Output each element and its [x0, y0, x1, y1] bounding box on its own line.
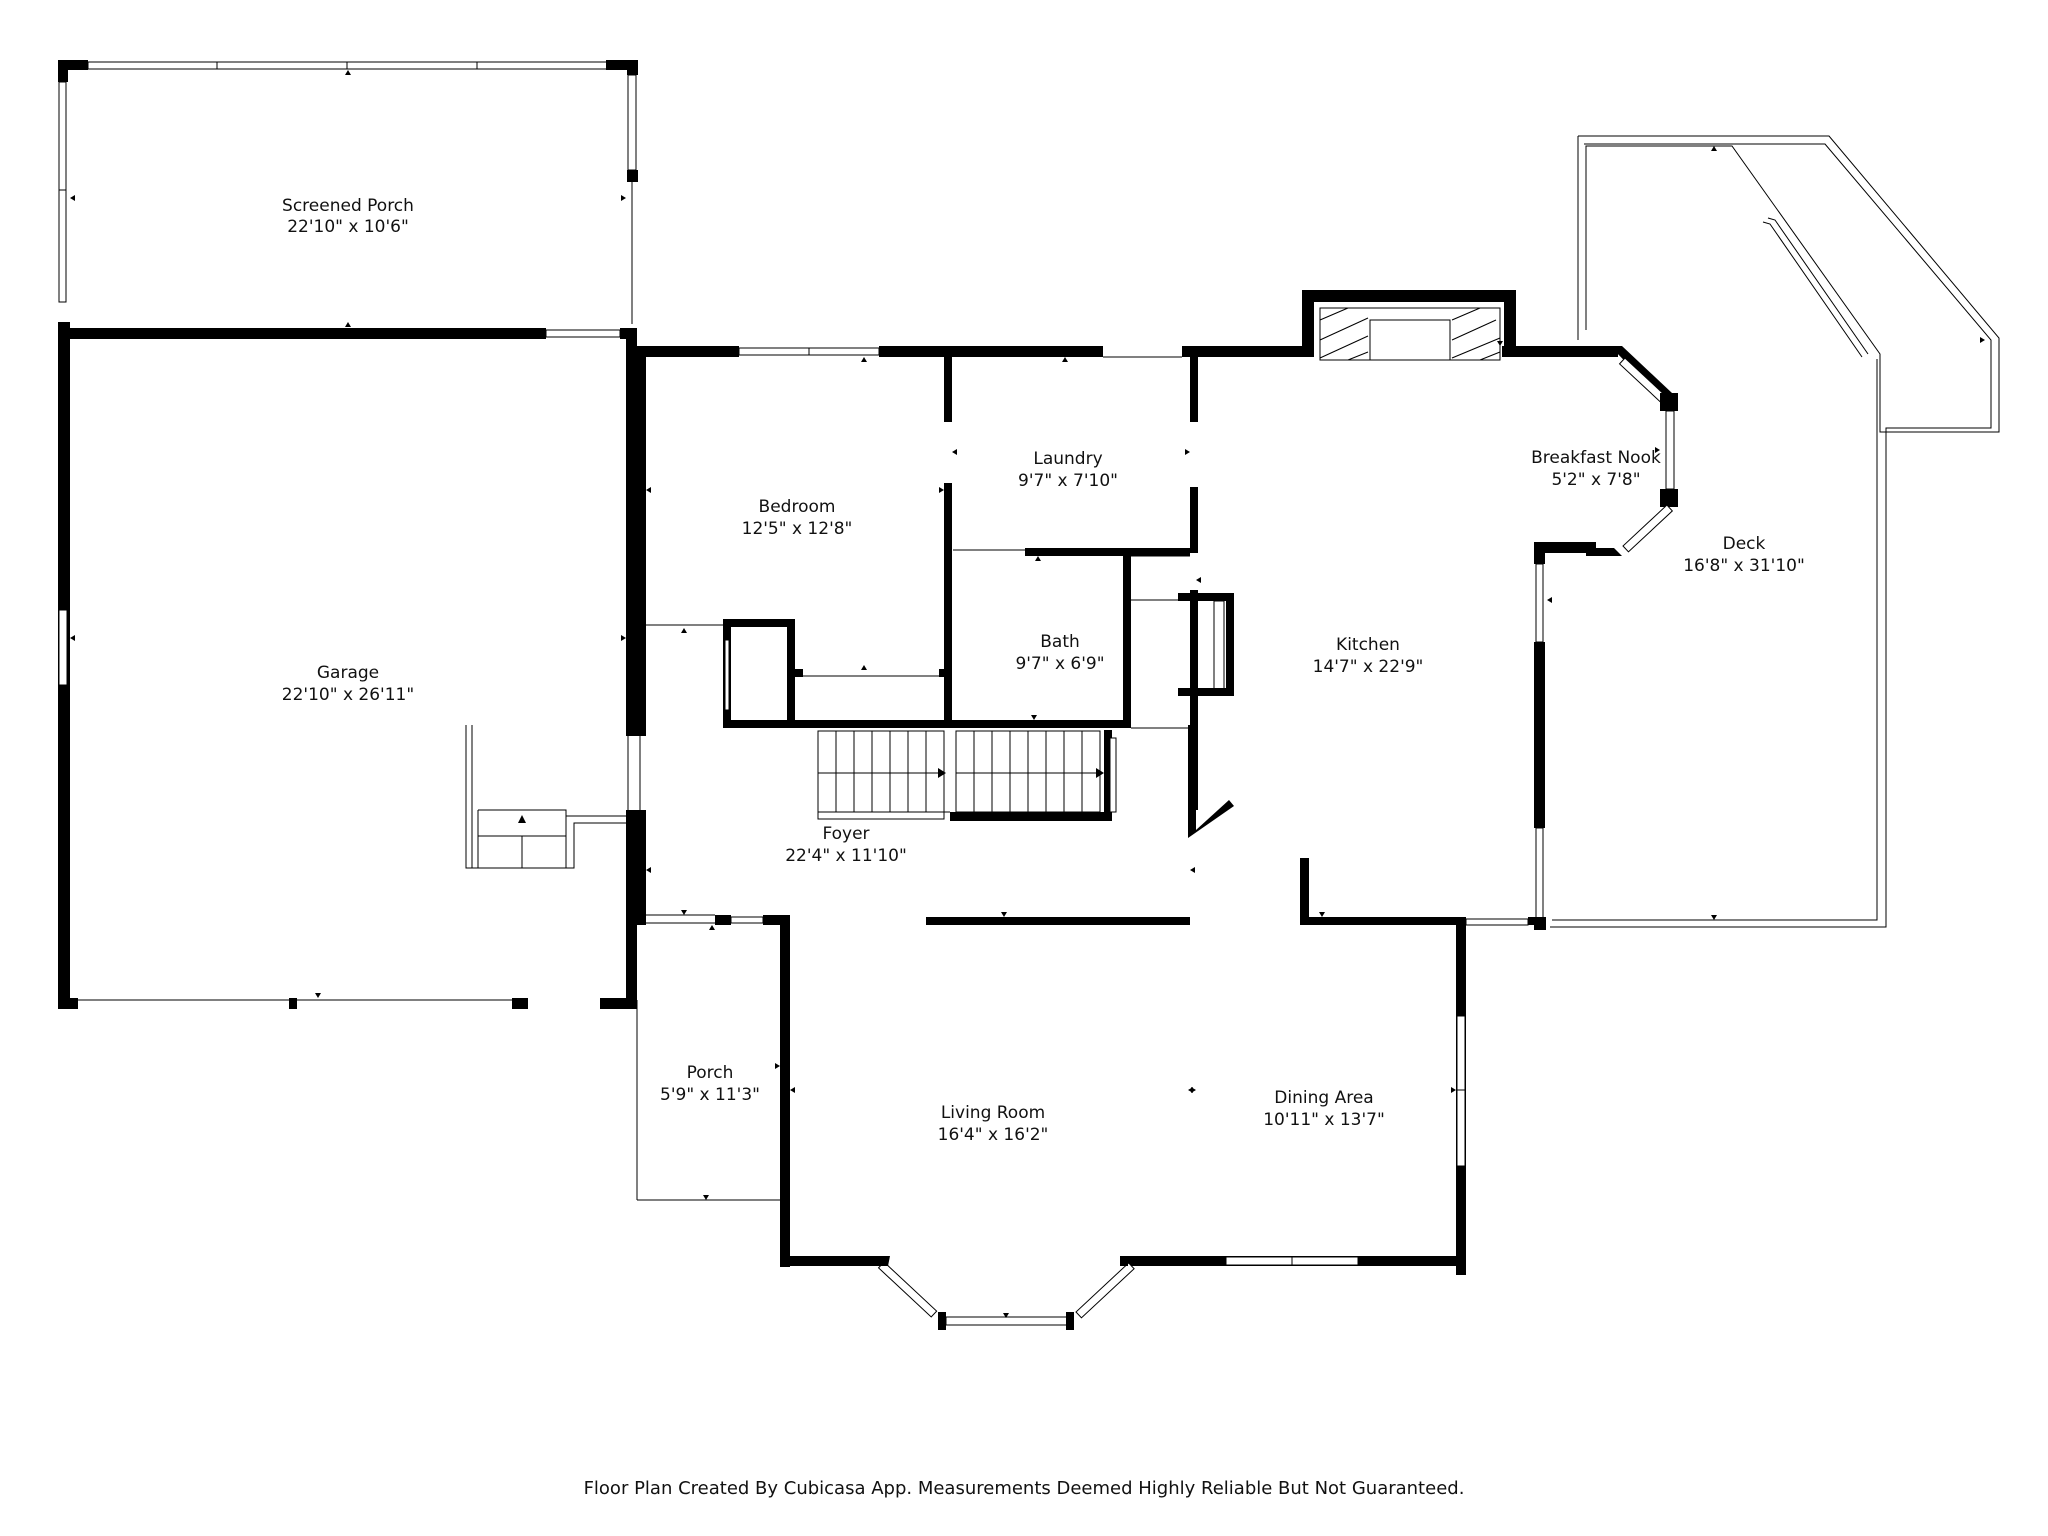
size-foyer: 22'4" x 11'10" [785, 846, 907, 866]
size-deck: 16'8" x 31'10" [1683, 556, 1805, 576]
label-living-room: Living Room [941, 1103, 1045, 1123]
label-laundry: Laundry [1033, 449, 1102, 469]
size-garage: 22'10" x 26'11" [282, 685, 414, 705]
label-bath: Bath [1040, 632, 1080, 652]
floor-plan-disclaimer: Floor Plan Created By Cubicasa App. Meas… [583, 1478, 1465, 1499]
label-deck: Deck [1723, 534, 1766, 554]
size-dining-area: 10'11" x 13'7" [1263, 1110, 1385, 1130]
label-bedroom: Bedroom [759, 497, 836, 517]
kitchen-dining-walls [926, 858, 1546, 1275]
deck-outline [1550, 135, 2000, 928]
label-screened-porch: Screened Porch [282, 196, 414, 216]
label-dining-area: Dining Area [1274, 1088, 1373, 1108]
label-kitchen: Kitchen [1336, 635, 1400, 655]
label-porch: Porch [687, 1063, 734, 1083]
bedroom-laundry-bath-walls [637, 346, 1317, 924]
label-garage: Garage [317, 663, 379, 683]
screened-porch-walls [58, 60, 638, 324]
label-breakfast-nook: Breakfast Nook [1531, 448, 1661, 468]
size-breakfast-nook: 5'2" x 7'8" [1551, 470, 1640, 490]
foyer-stairs [723, 719, 1234, 838]
label-foyer: Foyer [822, 824, 869, 844]
size-living-room: 16'4" x 16'2" [938, 1125, 1049, 1145]
size-bath: 9'7" x 6'9" [1015, 654, 1104, 674]
size-laundry: 9'7" x 7'10" [1018, 471, 1118, 491]
room-labels: Screened Porch 22'10" x 10'6" Garage 22'… [282, 196, 1805, 1145]
breakfast-nook-bay [1534, 346, 1678, 930]
size-bedroom: 12'5" x 12'8" [742, 519, 853, 539]
living-room-porch-walls [636, 346, 1135, 1330]
fireplace [1302, 290, 1618, 361]
size-porch: 5'9" x 11'3" [660, 1085, 760, 1105]
size-kitchen: 14'7" x 22'9" [1313, 657, 1424, 677]
opening-markers [70, 70, 1985, 1318]
size-screened-porch: 22'10" x 10'6" [287, 217, 409, 237]
garage-walls [58, 322, 637, 1009]
